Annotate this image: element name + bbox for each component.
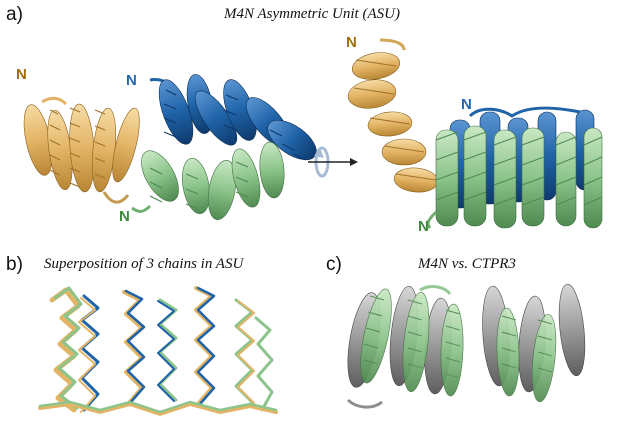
superposition-traces (38, 286, 278, 416)
m4n-chain (360, 285, 557, 403)
green-chain-right (426, 125, 603, 230)
orange-chain-right (347, 38, 439, 193)
panel-b-label: b) (6, 254, 23, 275)
terminus-green-left: N (119, 208, 130, 225)
panel-c-label: c) (326, 254, 342, 275)
panel-a-label: a) (6, 4, 23, 25)
blue-chain-left (149, 74, 317, 161)
panel-b-caption: Superposition of 3 chains in ASU (44, 256, 244, 272)
terminus-green-right: N (418, 218, 429, 235)
panel-a-caption: M4N Asymmetric Unit (ASU) (224, 6, 400, 22)
terminus-blue-right: N (461, 96, 472, 113)
orange-chain-left (23, 96, 140, 204)
terminus-orange-right: N (346, 34, 357, 51)
terminus-orange-left: N (16, 66, 27, 83)
terminus-blue-left: N (126, 72, 137, 89)
panel-c-caption: M4N vs. CTPR3 (418, 256, 516, 272)
rotation-arrow-icon (308, 146, 358, 178)
green-chain-left (131, 141, 285, 220)
